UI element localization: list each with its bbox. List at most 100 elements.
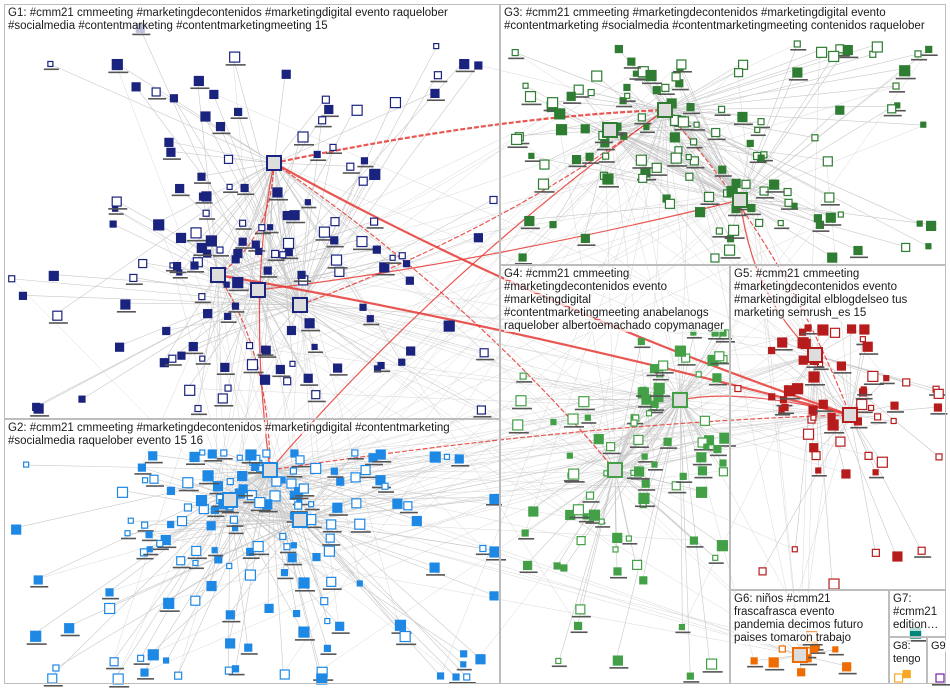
graph-node [489, 591, 499, 601]
edge [232, 55, 271, 471]
graph-node [148, 87, 167, 100]
graph-node [612, 546, 619, 553]
edge [273, 162, 694, 334]
edge [257, 289, 410, 351]
graph-node [243, 359, 264, 374]
edge [679, 399, 683, 628]
group-g4-box: G4: #cmm21 cmmeeting #marketingdeconteni… [500, 265, 730, 684]
edge [664, 63, 742, 111]
edge [11, 278, 301, 306]
hub-node [732, 192, 748, 208]
graph-node [743, 203, 761, 216]
graph-node [522, 82, 529, 89]
graph-node [141, 477, 149, 484]
graph-node [566, 452, 573, 459]
graph-node [598, 173, 619, 188]
graph-node [249, 540, 270, 556]
graph-node [193, 172, 211, 184]
graph-node [316, 673, 328, 685]
graph-node [920, 121, 927, 128]
strong-edge [217, 162, 275, 276]
graph-node [359, 303, 367, 311]
graph-node [411, 515, 422, 527]
graph-node [876, 456, 888, 468]
graph-node [811, 134, 819, 142]
graph-node [363, 315, 380, 326]
graph-node [645, 410, 653, 417]
graph-node [475, 654, 486, 665]
graph-node [426, 562, 446, 576]
graph-node [574, 396, 595, 411]
graph-node [405, 276, 414, 285]
graph-node [228, 276, 249, 292]
graph-node [23, 461, 30, 468]
graph-node [667, 152, 688, 167]
graph-node [402, 260, 411, 268]
graph-node [695, 371, 702, 378]
graph-node [131, 82, 141, 92]
edge [849, 339, 864, 416]
edge [635, 354, 816, 419]
edge [739, 49, 929, 201]
graph-node [245, 341, 254, 350]
group-g5-label: G5: #cmm21 cmmeeting #marketingdeconteni… [734, 268, 908, 319]
group-g7-box: G7: #cmm21 edition… [889, 590, 946, 637]
edge [172, 162, 275, 267]
graph-node [811, 467, 827, 477]
graph-node [294, 626, 315, 641]
edge [151, 454, 271, 471]
group-g8-box: G8: tengo [889, 637, 927, 684]
graph-node [294, 131, 315, 146]
graph-node [230, 107, 248, 120]
edge [664, 54, 832, 111]
graph-node [632, 154, 653, 169]
graph-node [286, 210, 306, 224]
edge [269, 469, 603, 523]
graph-node [839, 45, 859, 59]
edge [282, 469, 616, 537]
graph-node [822, 156, 833, 167]
edge [679, 399, 710, 663]
edge [299, 219, 528, 306]
graph-node [203, 309, 213, 319]
group-g2-label: G2: #cmm21 cmmeeting #marketingdeconteni… [8, 422, 450, 447]
graph-node [312, 552, 321, 562]
hub-node [292, 297, 308, 313]
graph-node [357, 157, 374, 168]
edge [739, 70, 797, 201]
graph-node [206, 521, 216, 531]
graph-node [30, 575, 49, 588]
edge [55, 162, 275, 315]
hub-node [657, 102, 673, 118]
graph-node [475, 544, 492, 556]
graph-node [26, 630, 47, 645]
hub-node [607, 462, 623, 478]
edge [273, 162, 287, 242]
graph-node [308, 343, 324, 354]
graph-node [226, 562, 233, 570]
graph-node [857, 386, 873, 396]
graph-node [106, 657, 125, 670]
graph-node [582, 152, 600, 164]
graph-node [191, 404, 208, 416]
edge [679, 399, 816, 455]
edge [299, 356, 685, 521]
graph-node [136, 548, 154, 560]
edge [143, 469, 271, 673]
edge [22, 295, 301, 306]
edge [614, 345, 867, 471]
edge [212, 93, 301, 306]
graph-node [609, 655, 629, 669]
graph-node [828, 50, 840, 63]
graph-node [269, 490, 281, 502]
edge [299, 519, 814, 649]
graph-node [637, 394, 657, 408]
graph-node [257, 345, 274, 356]
graph-node [778, 403, 795, 415]
edge [849, 414, 922, 551]
group-g3-box: G3: #cmm21 cmmeeting #marketingdeconteni… [500, 4, 946, 265]
edge [664, 109, 924, 126]
edge [107, 519, 301, 607]
graph-node [283, 377, 292, 386]
edge [666, 354, 816, 442]
